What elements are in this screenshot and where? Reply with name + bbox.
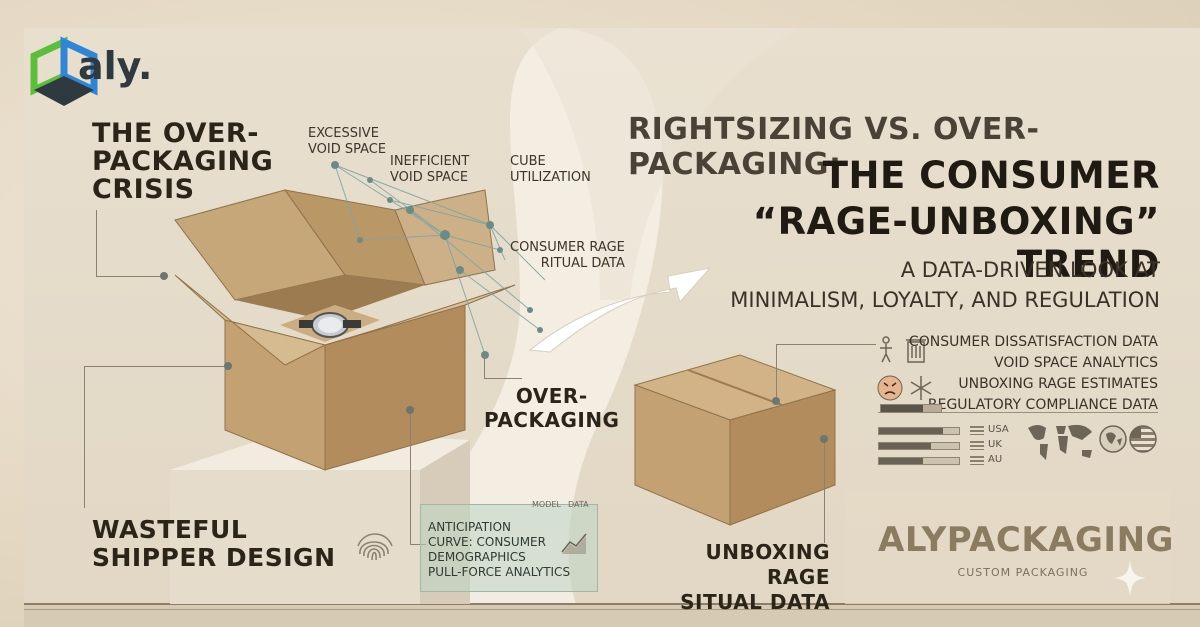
closed-box-dot-right bbox=[820, 435, 828, 443]
crisis-heading: THE OVER- PACKAGING CRISIS bbox=[92, 120, 273, 204]
chart-icon bbox=[561, 533, 587, 554]
over-connector-h bbox=[484, 378, 522, 379]
closed-box-connector-2 bbox=[824, 443, 825, 543]
inefficient-line-2: VOID SPACE bbox=[390, 170, 469, 185]
region-row: USA bbox=[878, 424, 1018, 437]
region-label: AU bbox=[988, 454, 1003, 465]
globe-icon bbox=[1099, 425, 1127, 453]
wasteful-line-2: SHIPPER DESIGN bbox=[92, 543, 336, 572]
label-ritual: CONSUMER RAGE RITUAL DATA bbox=[510, 240, 625, 272]
region-row: UK bbox=[878, 439, 1018, 452]
box-dot-right bbox=[406, 406, 414, 414]
region-bar-fill bbox=[879, 443, 931, 449]
divider-bar bbox=[880, 404, 942, 413]
closed-box-illustration bbox=[633, 354, 837, 526]
closed-box-connector bbox=[776, 344, 777, 398]
label-excessive: EXCESSIVE VOID SPACE bbox=[308, 126, 386, 158]
cube-line-2: UTILIZATION bbox=[510, 170, 591, 185]
anticipation-tag-data: DATA bbox=[568, 500, 589, 509]
label-cube: CUBE UTILIZATION bbox=[510, 154, 591, 186]
world-map-icon bbox=[1028, 424, 1092, 460]
label-inefficient: INEFFICIENT VOID SPACE bbox=[390, 154, 469, 186]
data-icons bbox=[877, 336, 932, 401]
region-bar-fill bbox=[879, 428, 943, 434]
burst-arrows-icon bbox=[910, 376, 932, 400]
recycle-person-icon bbox=[880, 336, 892, 363]
wasteful-connector bbox=[84, 366, 85, 508]
region-label: UK bbox=[988, 439, 1002, 450]
region-bar-fill bbox=[879, 458, 923, 464]
region-row: AU bbox=[878, 454, 1018, 467]
region-flag-icon bbox=[970, 441, 984, 450]
crisis-line-2: PACKAGING bbox=[92, 146, 274, 177]
over-connector bbox=[484, 352, 485, 378]
region-bars: USA UK AU bbox=[878, 424, 1018, 469]
inefficient-line-1: INEFFICIENT bbox=[390, 154, 470, 169]
angry-face-icon bbox=[877, 375, 903, 401]
right-box-label: UNBOXING RAGE SITUAL DATA bbox=[640, 540, 830, 615]
region-bar bbox=[878, 442, 960, 450]
wasteful-connector-h bbox=[84, 366, 224, 367]
data-list-item-3: UNBOXING RAGE ESTIMATES bbox=[958, 376, 1158, 392]
anticipation-line-4: PULL-FORCE ANALYTICS bbox=[428, 565, 571, 579]
anticipation-text: ANTICIPATION CURVE: CONSUMER DEMOGRAPHIC… bbox=[428, 520, 570, 580]
data-list-item-4: REGULATORY COMPLIANCE DATA bbox=[927, 397, 1158, 413]
brand-name: ALYPACKAGING bbox=[878, 520, 1174, 560]
excessive-line-1: EXCESSIVE bbox=[308, 126, 379, 141]
data-divider bbox=[878, 412, 1158, 413]
box-connector-h bbox=[410, 544, 426, 545]
closed-box-connector-h bbox=[776, 344, 862, 345]
data-list-item-1: CONSUMER DISSATISFACTION DATA bbox=[908, 334, 1158, 350]
closed-box-dot-top bbox=[772, 397, 780, 405]
data-list-item-2: VOID SPACE ANALYTICS bbox=[993, 355, 1158, 371]
crisis-connector bbox=[96, 210, 97, 276]
ritual-line-1: CONSUMER RAGE bbox=[510, 240, 625, 255]
fingerprint-icon bbox=[357, 533, 393, 561]
excessive-line-2: VOID SPACE bbox=[308, 142, 387, 157]
region-flag-icon bbox=[970, 426, 984, 435]
crisis-connector-h bbox=[96, 276, 164, 277]
anticipation-line-3: DEMOGRAPHICS bbox=[428, 550, 526, 564]
trash-can-icon bbox=[906, 339, 926, 363]
wasteful-heading: WASTEFUL SHIPPER DESIGN bbox=[92, 516, 336, 572]
data-list: CONSUMER DISSATISFACTION DATA VOID SPACE… bbox=[900, 332, 1158, 416]
subtitle-line-2: MINIMALISM, LOYALTY, AND REGULATION bbox=[730, 288, 1160, 312]
list-bracket bbox=[862, 344, 876, 345]
cube-line-1: CUBE bbox=[510, 154, 546, 169]
right-box-label-1: UNBOXING RAGE bbox=[705, 540, 830, 589]
over-line-2: PACKAGING bbox=[484, 408, 620, 432]
subtitle-line-1: A DATA-DRIVEN LOOK AT bbox=[900, 258, 1160, 282]
region-flag-icon bbox=[970, 456, 984, 465]
data-network-graph bbox=[331, 161, 546, 359]
box-connector-down bbox=[410, 414, 411, 544]
brand-tagline: CUSTOM PACKAGING bbox=[957, 566, 1089, 579]
over-packaging-label: OVER- PACKAGING bbox=[484, 384, 619, 432]
title-line-3: “RAGE-UNBOXING” TREND bbox=[752, 200, 1160, 286]
box-dot-front bbox=[224, 362, 232, 370]
crisis-line-3: CRISIS bbox=[92, 174, 195, 205]
title-line-2: THE CONSUMER bbox=[822, 154, 1160, 197]
us-flag-icon bbox=[1129, 425, 1157, 453]
box-dot-left bbox=[160, 272, 168, 280]
region-bar bbox=[878, 457, 960, 465]
wasteful-line-1: WASTEFUL bbox=[92, 515, 248, 544]
anticipation-tag-model: MODEL bbox=[532, 500, 561, 509]
crisis-line-1: THE OVER- bbox=[92, 118, 259, 149]
region-label: USA bbox=[988, 424, 1009, 435]
logo-text: aly. bbox=[78, 44, 153, 88]
right-box-label-2: SITUAL DATA bbox=[680, 590, 830, 614]
anticipation-line-2: CURVE: CONSUMER bbox=[428, 535, 546, 549]
title-line-1: RIGHTSIZING VS. OVER-PACKAGING: bbox=[628, 112, 1040, 182]
over-line-1: OVER- bbox=[515, 384, 588, 408]
region-bar bbox=[878, 427, 960, 435]
sparkle-icon bbox=[1114, 560, 1146, 596]
arrow-right-icon bbox=[528, 267, 712, 353]
aly-logo-icon bbox=[30, 36, 98, 106]
anticipation-line-1: ANTICIPATION bbox=[428, 520, 512, 534]
ritual-line-2: RITUAL DATA bbox=[540, 256, 625, 271]
